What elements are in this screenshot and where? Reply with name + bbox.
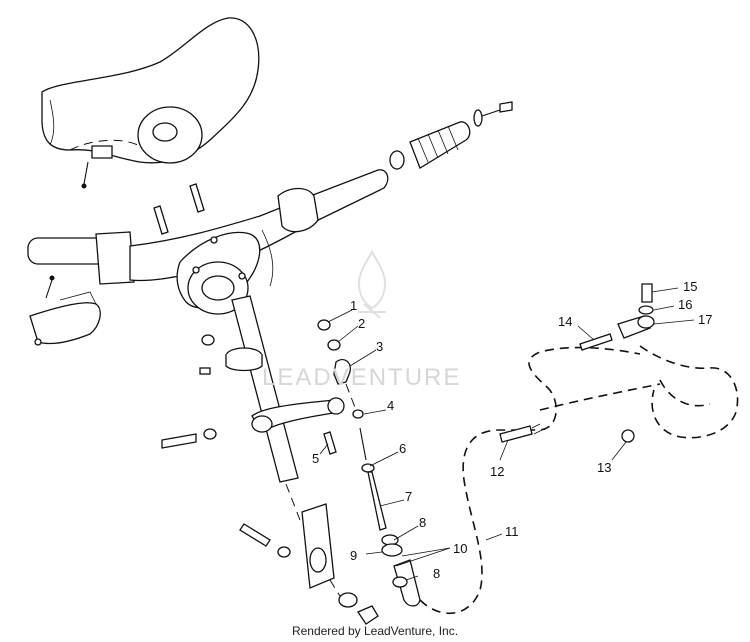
- cable-routing: [419, 346, 641, 614]
- callout-5: 5: [312, 451, 319, 466]
- hardware-stack: [317, 319, 364, 419]
- callout-3: 3: [376, 339, 383, 354]
- steering-column: [176, 231, 299, 483]
- right-arm-assembly: [499, 283, 739, 443]
- callout-11: 11: [505, 524, 519, 539]
- cable-routing-2: [539, 383, 661, 411]
- callout-labels: 1 2 3 4 5 6 7 8 8 9 10 11 12 13 14 15 16…: [312, 279, 712, 581]
- callout-13: 13: [597, 460, 611, 475]
- watermark-logo-icon: [358, 250, 386, 319]
- throttle-cable: [359, 427, 421, 607]
- callout-6: 6: [399, 441, 406, 456]
- callout-14: 14: [558, 314, 572, 329]
- grip-assembly: [389, 101, 513, 170]
- callout-10: 10: [453, 541, 467, 556]
- bolts: [153, 183, 337, 558]
- callout-12: 12: [490, 464, 504, 479]
- callout-9: 9: [350, 548, 357, 563]
- handlebar-cover: [41, 17, 260, 189]
- callout-15: 15: [683, 279, 697, 294]
- pitman-arm: [251, 397, 345, 433]
- callout-4: 4: [387, 398, 394, 413]
- callout-8a: 8: [419, 515, 426, 530]
- footer-credit: Rendered by LeadVenture, Inc.: [291, 624, 459, 638]
- watermark-text: LEADVENTURE: [262, 364, 462, 391]
- callout-7: 7: [405, 489, 412, 504]
- callout-2: 2: [358, 316, 365, 331]
- leader-lines: [319, 287, 695, 581]
- brake-lever: [29, 275, 101, 346]
- lower-bracket: [285, 483, 379, 625]
- callout-8b: 8: [433, 566, 440, 581]
- callout-17: 17: [698, 312, 712, 327]
- callout-1: 1: [350, 298, 357, 313]
- callout-16: 16: [678, 297, 692, 312]
